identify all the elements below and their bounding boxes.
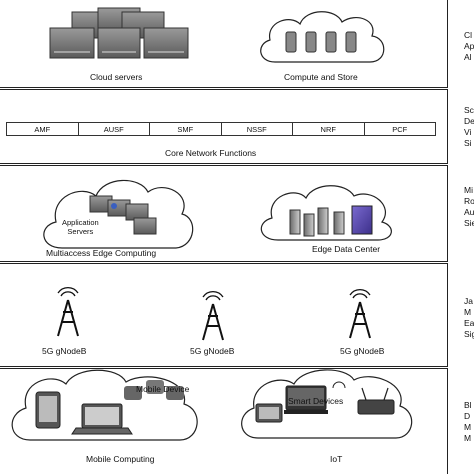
application-servers-label: Application Servers [62,218,99,236]
core-function-pcf: PCF [392,124,408,134]
core-function-ausf: AUSF [79,123,150,135]
device-side-text: Bl D M M [464,400,472,443]
smart-devices-label: Smart Devices [288,396,344,406]
core-function-nssf: NSSF [222,123,293,135]
core-network-title: Core Network Functions [165,148,257,158]
core-function-nrf: NRF [293,123,365,135]
core-layer-band [0,89,448,164]
gnodeb-label-3: 5G gNodeB [340,346,385,356]
cloud-servers-icon [49,7,189,59]
application-servers-icon [89,195,157,235]
edge-data-center-icon [289,205,373,237]
ran-layer-band [0,263,448,367]
mobile-devices-icon [35,380,184,435]
mec-label: Multiaccess Edge Computing [46,248,157,258]
mobile-device-label: Mobile Device [136,384,190,394]
storage-drives-icon [285,31,357,53]
mobile-computing-label: Mobile Computing [86,454,155,464]
tower-icon-3 [349,289,371,339]
gnodeb-label-2: 5G gNodeB [190,346,235,356]
cloud-servers-label: Cloud servers [90,72,143,82]
gnodeb-label-1: 5G gNodeB [42,346,87,356]
compute-cloud-shape [260,11,385,63]
core-functions-row: AMF AUSF SMF NSSF NRF PCF [6,122,436,136]
tower-icon-2 [202,291,224,341]
edge-side-text: Mi Ro Au Sie [464,185,474,228]
core-function-smf: SMF [150,123,222,135]
cloud-side-text: Cl Ap Al [464,30,474,62]
edge-data-center-label: Edge Data Center [312,244,381,254]
smart-devices-icon [255,381,395,423]
tower-icon-1 [57,287,79,337]
core-side-text: Sc De Vi Si [464,105,474,148]
iot-label: IoT [330,454,343,464]
core-function-amf: AMF [7,123,79,135]
compute-store-label: Compute and Store [284,72,358,82]
ran-side-text: Ja M Ea Sig [464,296,474,339]
iot-cloud-shape [241,369,413,439]
